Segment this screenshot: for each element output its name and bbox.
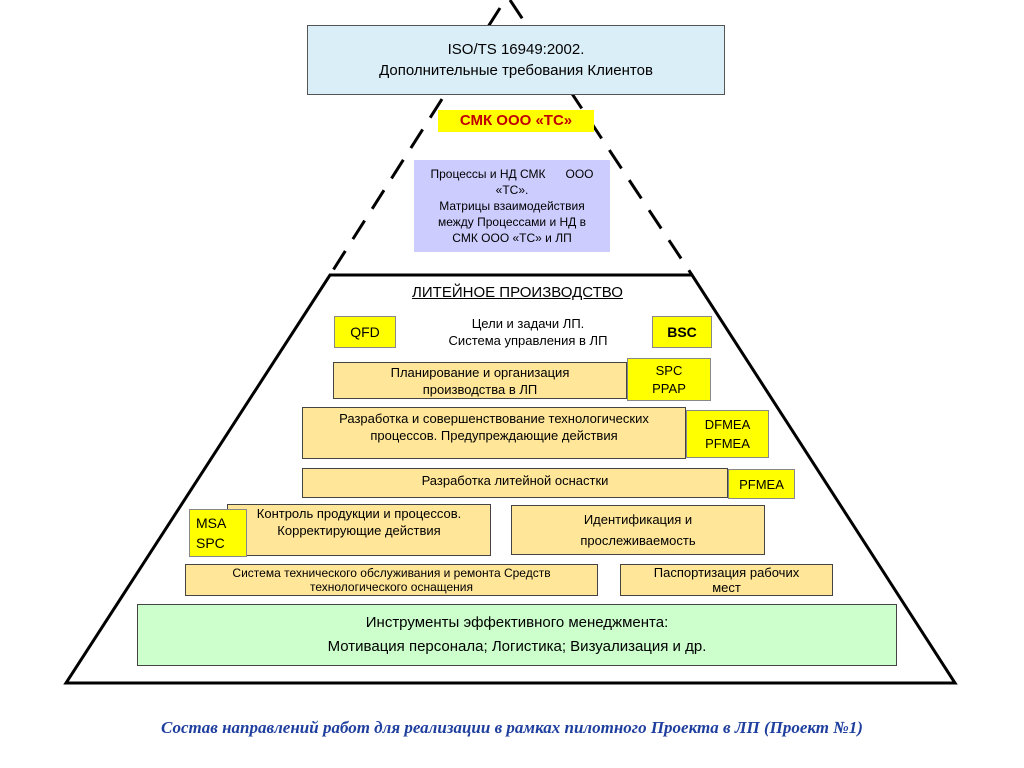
control-box: Контроль продукции и процессов. Корректи…: [227, 504, 491, 556]
management-tools-box: Инструменты эффективного менеджмента: Мо…: [137, 604, 897, 666]
control-line-1: Контроль продукции и процессов.: [256, 506, 462, 521]
maintenance-line-2: технологического оснащения: [309, 580, 474, 594]
slide-caption: Состав направлений работ для реализации …: [161, 718, 863, 737]
tooling-box: Разработка литейной оснастки: [302, 468, 728, 498]
tools-line-1: Инструменты эффективного менеджмента:: [365, 614, 669, 631]
pfmea-badge: PFMEA: [728, 469, 795, 499]
dfmea-label: DFMEA: [704, 417, 751, 432]
passport-line-2: мест: [712, 580, 741, 595]
processes-box: Процессы и НД СМК ООО «ТС». Матрицы взаи…: [414, 160, 610, 252]
tech-process-box: Разработка и совершенствование технологи…: [302, 407, 686, 459]
msa-spc-label: SPC: [196, 535, 225, 551]
tooling-label: Разработка литейной оснастки: [421, 473, 609, 488]
spc-label: SPC: [655, 362, 683, 378]
processes-line-4: между Процессами и НД в: [437, 215, 587, 229]
foundry-title: ЛИТЕЙНОЕ ПРОИЗВОДСТВО: [412, 284, 623, 301]
processes-line-5: СМК ООО «ТС» и ЛП: [452, 231, 572, 245]
goals-line-1: Цели и задачи ЛП.: [471, 316, 585, 331]
customer-requirements-label: Дополнительные требования Клиентов: [379, 62, 653, 79]
passport-line-1: Паспортизация рабочих: [653, 565, 800, 580]
maintenance-line-1: Система технического обслуживания и ремо…: [232, 566, 551, 580]
qfd-badge: QFD: [334, 316, 396, 348]
identification-line-1: Идентификация и: [583, 512, 693, 527]
tech-line-1: Разработка и совершенствование технологи…: [339, 411, 649, 426]
identification-line-2: прослеживаемость: [580, 533, 696, 548]
tech-line-2: процессов. Предупреждающие действия: [370, 428, 618, 443]
ppap-label: PPAP: [652, 380, 686, 396]
iso-requirements-box: ISO/TS 16949:2002. Дополнительные требов…: [307, 25, 725, 95]
processes-line-1: Процессы и НД СМК ООО: [430, 167, 594, 181]
goals-label: Цели и задачи ЛП. Система управления в Л…: [408, 315, 648, 349]
pfmea-label-1: PFMEA: [705, 436, 750, 451]
dfmea-badge: DFMEA PFMEA: [686, 410, 769, 458]
control-line-2: Корректирующие действия: [277, 523, 441, 538]
iso-standard-label: ISO/TS 16949:2002.: [447, 41, 585, 58]
goals-line-2: Система управления в ЛП: [448, 333, 608, 348]
planning-line-1: Планирование и организация: [390, 364, 570, 380]
bsc-label: BSC: [667, 323, 697, 340]
identification-box: Идентификация и прослеживаемость: [511, 505, 765, 555]
msa-badge: MSA SPC: [189, 509, 247, 557]
spc-ppap-badge: SPC PPAP: [627, 358, 711, 401]
passport-box: Паспортизация рабочих мест: [620, 564, 833, 596]
processes-line-3: Матрицы взаимодействия: [439, 199, 585, 213]
msa-label: MSA: [196, 515, 227, 531]
bsc-badge: BSC: [652, 316, 712, 348]
pfmea-label-2: PFMEA: [739, 476, 784, 492]
planning-line-2: производства в ЛП: [422, 381, 538, 397]
qfd-label: QFD: [350, 323, 380, 340]
processes-line-2: «ТС».: [495, 183, 529, 197]
pyramid-solid-base: [63, 273, 958, 685]
maintenance-box: Система технического обслуживания и ремо…: [185, 564, 598, 596]
tools-line-2: Мотивация персонала; Логистика; Визуализ…: [327, 638, 707, 655]
planning-box: Планирование и организация производства …: [333, 362, 627, 399]
smk-title: СМК ООО «ТС»: [438, 110, 594, 132]
